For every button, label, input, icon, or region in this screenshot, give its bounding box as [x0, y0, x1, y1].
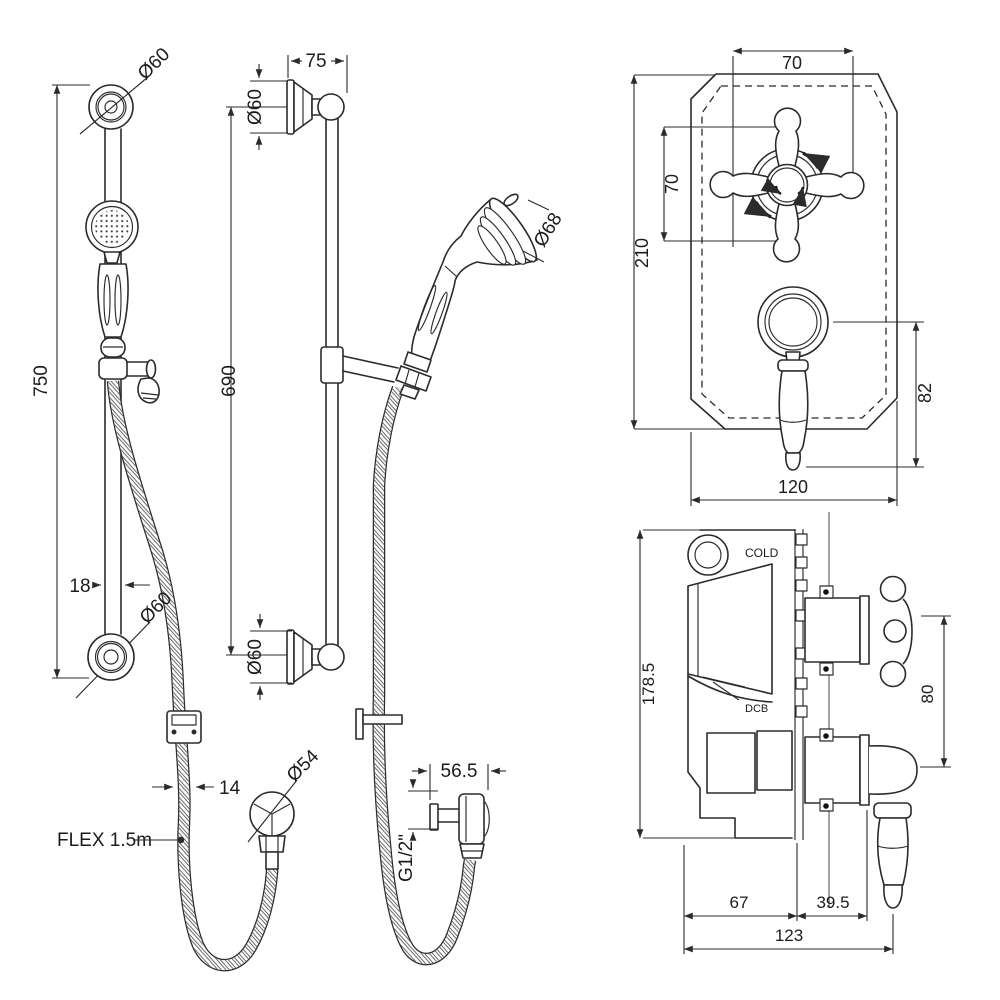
dim-body-depth: 67 [730, 893, 749, 912]
wall-outlet-side [429, 793, 490, 859]
lever-handle-front [757, 286, 829, 471]
handset-front [85, 200, 139, 358]
dim-side-top-bracket-diameter: Ø60 [245, 89, 266, 125]
top-wall-bracket-side [286, 79, 345, 135]
dim-side-bottom-bracket-diameter: Ø60 [245, 639, 266, 675]
dim-handle-height: 70 [662, 174, 682, 194]
handset-holder-side [320, 346, 399, 384]
dim-bracket-depth: 75 [305, 51, 326, 72]
bottom-wall-bracket-side [286, 629, 345, 685]
dim-outlet-diameter: Ø54 [283, 746, 324, 787]
wall-outlet-front [247, 779, 298, 870]
dim-rail-length: 690 [219, 365, 240, 397]
dim-rail-height: 750 [31, 365, 52, 397]
hose-slider-clamp [166, 710, 202, 744]
dim-top-bracket-diameter: Ø60 [134, 44, 174, 84]
valve-side-view: 178.5 [636, 512, 951, 954]
label-body-code: DCB [745, 703, 768, 715]
valve-body-side [687, 529, 796, 839]
dim-lever-drop: 82 [915, 383, 935, 403]
holder-knob [137, 377, 160, 404]
slide-rail-front-view: 750 18 Ø60 [31, 44, 324, 972]
mounting-tabs [819, 585, 834, 812]
dim-handle-depth: 39.5 [816, 893, 849, 912]
dim-plate-height: 210 [632, 238, 652, 268]
dim-outlet-depth: 56.5 [441, 761, 478, 782]
dim-handle-width: 70 [782, 53, 802, 73]
dim-body-height: 178.5 [639, 663, 658, 706]
slide-rail-side-view: 75 690 Ø60 Ø60 [219, 51, 567, 966]
bottom-wall-bracket-front [75, 621, 151, 699]
handset-side [395, 193, 538, 400]
hose-guide-side [355, 708, 403, 740]
valve-front-view: 70 70 210 82 120 [630, 47, 935, 506]
dim-handle-centres: 80 [918, 685, 937, 704]
valve-plate [690, 73, 898, 430]
crosshead-handle-front [709, 107, 865, 263]
dim-handset-head-diameter: Ø68 [530, 209, 567, 251]
top-wall-bracket-front [79, 76, 149, 135]
dim-plate-width: 120 [778, 477, 808, 497]
lower-cartridge-side [804, 734, 918, 909]
label-cold-inlet: COLD [745, 546, 779, 560]
label-flex-length: FLEX 1.5m [57, 830, 152, 851]
dim-rail-width: 18 [69, 576, 90, 597]
dim-overall-depth: 123 [775, 926, 803, 945]
mounting-plate-side [794, 529, 808, 840]
dim-hose-width: 14 [219, 778, 241, 799]
shower-hose-front [106, 380, 279, 972]
handset-holder-front [98, 357, 160, 404]
label-outlet-thread: G1/2" [396, 834, 417, 882]
upper-cartridge-side [804, 575, 913, 688]
shower-hose-side [372, 385, 477, 966]
